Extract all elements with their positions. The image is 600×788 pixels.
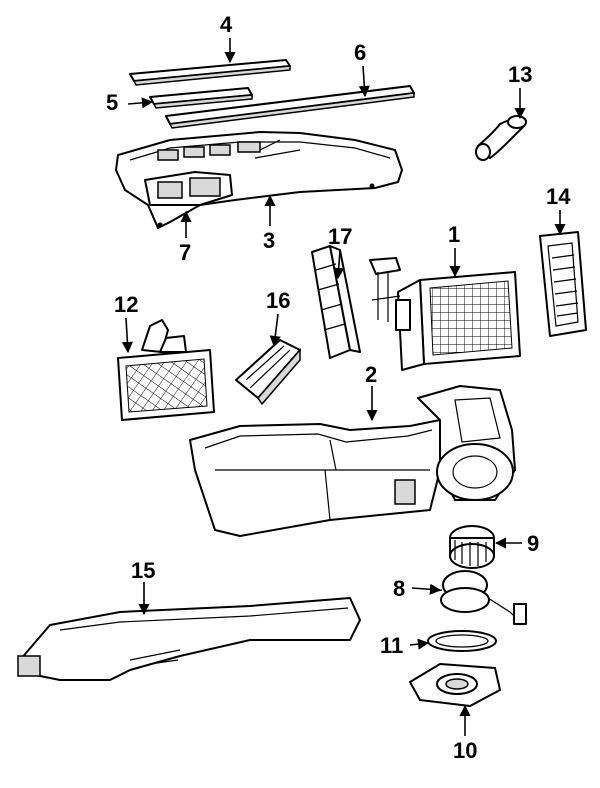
callout-15: 15 [131, 558, 155, 583]
part-13-duct-elbow [475, 115, 527, 161]
part-1-heater-core [369, 257, 521, 371]
callout-3: 3 [263, 228, 275, 253]
part-12-aux-heater-core [117, 319, 215, 421]
part-17-evaporator-core [311, 245, 361, 359]
callout-12: 12 [114, 292, 138, 317]
part-15-air-duct [17, 597, 361, 681]
callout-8: 8 [393, 576, 405, 601]
part-3-7-housing-cover [115, 131, 403, 229]
part-14-filter-grille [539, 231, 587, 337]
part-11-gasket [427, 630, 497, 652]
part-4-seal-strip [129, 59, 291, 86]
part-10-mounting-plate [409, 663, 501, 707]
callout-labels: 4 5 6 13 3 7 14 1 17 12 16 2 9 8 11 10 1… [106, 12, 571, 763]
callout-10: 10 [453, 738, 477, 763]
callout-2: 2 [365, 362, 377, 387]
callout-11: 11 [380, 633, 403, 658]
callout-16: 16 [266, 288, 290, 313]
part-2-main-housing [189, 385, 516, 537]
callout-13: 13 [508, 62, 532, 87]
part-9-blower-wheel [449, 525, 495, 569]
part-16-filter-element [235, 339, 301, 406]
leader-lines [121, 38, 566, 736]
callout-6: 6 [354, 40, 366, 65]
part-6-seal-strip [165, 85, 415, 129]
callout-14: 14 [546, 184, 571, 209]
part-5-seal-strip [149, 87, 253, 109]
callout-1: 1 [448, 222, 460, 247]
callout-17: 17 [328, 224, 352, 249]
callout-9: 9 [527, 531, 539, 556]
part-8-blower-motor [431, 570, 527, 625]
callout-7: 7 [179, 240, 191, 265]
callout-5: 5 [106, 90, 118, 115]
callout-4: 4 [220, 12, 233, 37]
